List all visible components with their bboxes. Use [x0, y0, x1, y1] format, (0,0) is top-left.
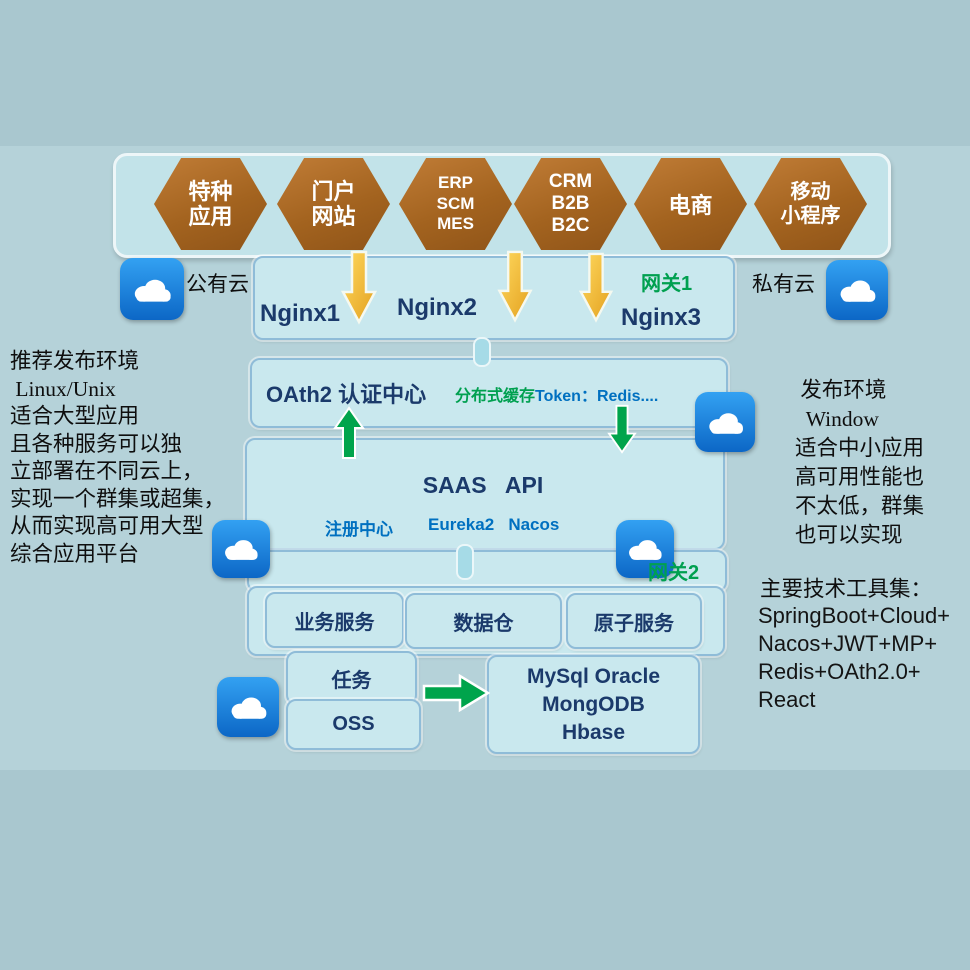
right-note: 发布环境 Window 适合中小应用 高可用性能也 不太低，群集 也可以实现	[795, 378, 925, 547]
left-note: 推荐发布环境 Linux/Unix 适合大型应用 且各种服务可以独 立部署在不同…	[10, 349, 226, 566]
hexagon-mini-program: 移动 小程序	[754, 158, 867, 250]
connector-capsule	[456, 544, 474, 580]
gateway1-box	[253, 256, 735, 340]
cache-prefix: 分布式缓存	[455, 388, 536, 405]
hexagon-label: 移动 小程序	[780, 181, 841, 227]
hexagon-ecommerce: 电商	[634, 158, 747, 250]
saas-api-title: SAAS API	[422, 472, 544, 498]
right-arrow-icon	[422, 673, 490, 713]
cloud-icon	[826, 260, 888, 320]
oauth-title: OAth2 认证中心	[266, 382, 427, 407]
service-box-atomic: 原子服务	[566, 593, 702, 649]
cloud-icon	[695, 392, 755, 452]
database-box: MySql Oracle MongODB Hbase	[487, 655, 700, 754]
tech-note-title: 主要技术工具集：	[760, 577, 933, 601]
hexagon-label: 电商	[668, 193, 713, 218]
public-cloud-label: 公有云	[186, 272, 249, 296]
connector-capsule	[473, 337, 491, 367]
hexagon-crm-b2b-b2c: CRM B2B B2C	[514, 158, 627, 250]
service-box-business: 业务服务	[265, 592, 404, 648]
nginx1-label: Nginx1	[260, 300, 341, 327]
service-label: 数据仓	[453, 612, 514, 635]
task-label: 任务	[331, 669, 372, 692]
down-arrow-icon	[497, 250, 533, 323]
hexagon-label: CRM B2B B2C	[548, 171, 593, 236]
down-arrow-icon	[340, 250, 378, 325]
oss-box: OSS	[286, 699, 421, 750]
hexagon-portal: 门户 网站	[277, 158, 390, 250]
hexagon-label: 门户 网站	[311, 178, 356, 229]
down-arrow-icon	[607, 404, 637, 454]
cache-value: Token：Redis....	[535, 388, 659, 405]
hexagon-label: ERP SCM MES	[436, 173, 475, 234]
hexagon-erp-scm-mes: ERP SCM MES	[399, 158, 512, 250]
cloud-icon	[120, 258, 184, 320]
gateway1-label: 网关1	[641, 273, 693, 295]
task-box: 任务	[286, 651, 417, 705]
database-label: MySql Oracle MongODB Hbase	[526, 664, 661, 744]
nginx3-label: Nginx3	[621, 304, 702, 331]
tech-note-body: SpringBoot+Cloud+ Nacos+JWT+MP+ Redis+OA…	[758, 603, 951, 712]
down-arrow-icon	[578, 252, 614, 323]
registry-label: 注册中心	[325, 520, 393, 539]
gateway2-label: 网关2	[648, 562, 700, 584]
cloud-icon	[212, 520, 270, 578]
up-arrow-icon	[333, 406, 365, 459]
service-box-datawarehouse: 数据仓	[405, 593, 562, 649]
hexagon-special-app: 特种 应用	[154, 158, 267, 250]
service-label: 业务服务	[294, 611, 375, 634]
oauth-cache-label: 分布式缓存Token：Redis....	[455, 382, 658, 406]
oss-label: OSS	[332, 713, 375, 735]
registry-items: Eureka2 Nacos	[428, 515, 560, 534]
hexagon-label: 特种 应用	[188, 178, 233, 229]
service-label: 原子服务	[594, 612, 674, 635]
nginx2-label: Nginx2	[397, 294, 478, 321]
cloud-icon	[616, 520, 674, 578]
cloud-icon	[217, 677, 279, 737]
private-cloud-label: 私有云	[752, 272, 815, 296]
